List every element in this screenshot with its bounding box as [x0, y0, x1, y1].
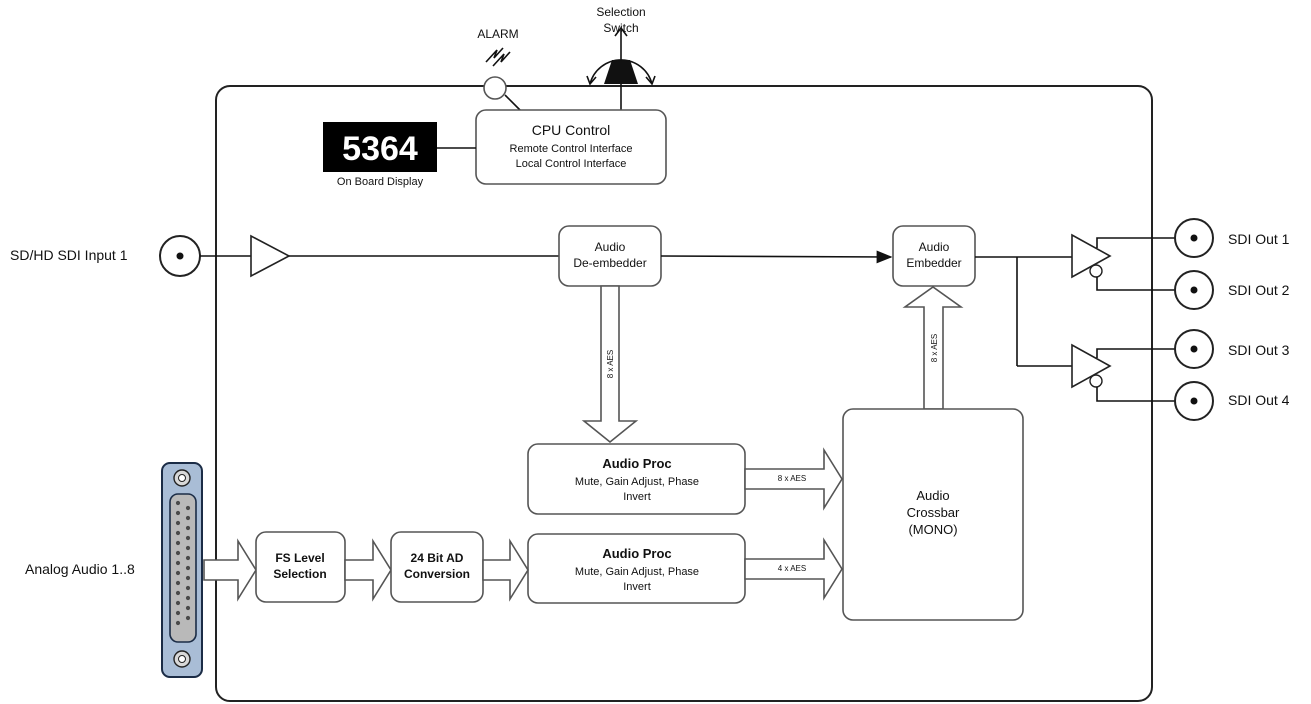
sdi-input-label: SD/HD SDI Input 1: [10, 247, 128, 263]
output-amplifier-1: [1071, 233, 1176, 291]
alarm-led-icon: [483, 76, 507, 100]
sdi-out-1-label: SDI Out 1: [1228, 231, 1290, 247]
selection-switch-label: Selection: [596, 5, 645, 19]
fs-level-line-1: FS Level: [275, 551, 324, 565]
embedder-bus-label: 8 x AES: [930, 334, 939, 362]
proc-bottom-to-crossbar-arrow: [744, 537, 843, 601]
bnc-connector-icon[interactable]: [1174, 218, 1214, 258]
audio-crossbar-block: [842, 408, 1024, 621]
proc-bottom-line-2: Invert: [623, 581, 651, 593]
display-value: 5364: [342, 130, 418, 168]
embedder-line-1: Audio: [919, 240, 950, 254]
cpu-title: CPU Control: [532, 122, 611, 138]
proc-top-to-crossbar-arrow: [744, 447, 843, 511]
selection-switch-label-2: Switch: [603, 21, 638, 35]
cpu-control-block: [475, 109, 667, 185]
cpu-line-2: Local Control Interface: [516, 158, 627, 170]
buffer-amplifier-icon: [250, 234, 291, 278]
alarm-label: ALARM: [477, 27, 518, 41]
proc-bottom-line-1: Mute, Gain Adjust, Phase: [575, 566, 699, 578]
bnc-connector-icon[interactable]: [1174, 329, 1214, 369]
proc-bottom-title: Audio Proc: [602, 546, 671, 561]
bnc-connector-icon[interactable]: [1174, 381, 1214, 421]
crossbar-to-embedder-arrow: [902, 286, 964, 410]
fs-to-ad-arrow: [344, 538, 392, 602]
db25-connector-icon[interactable]: [161, 462, 203, 678]
analog-input-label: Analog Audio 1..8: [25, 561, 135, 577]
crossbar-line-2: Crossbar: [907, 505, 960, 520]
audio-embedder-block: [892, 225, 976, 287]
ad-conv-line-2: Conversion: [404, 567, 470, 581]
sdi-out-2-label: SDI Out 2: [1228, 282, 1290, 298]
proc-top-line-2: Invert: [623, 491, 651, 503]
deembedder-line-2: De-embedder: [573, 256, 646, 270]
bnc-connector-icon[interactable]: [159, 235, 201, 277]
deembedder-line-1: Audio: [595, 240, 626, 254]
proc-top-title: Audio Proc: [602, 456, 671, 471]
output-amplifier-2: [1071, 343, 1176, 402]
deemb-bus-label: 8 x AES: [606, 350, 615, 378]
fs-level-line-2: Selection: [273, 567, 326, 581]
deembedder-down-arrow: [581, 285, 639, 444]
sdi-out-3-label: SDI Out 3: [1228, 342, 1290, 358]
proc-top-line-1: Mute, Gain Adjust, Phase: [575, 476, 699, 488]
crossbar-line-1: Audio: [916, 488, 949, 503]
alarm-light-rays-icon: [485, 47, 511, 67]
analog-to-fs-arrow: [203, 538, 257, 602]
sdi-out-4-label: SDI Out 4: [1228, 392, 1290, 408]
cpu-line-1: Remote Control Interface: [510, 143, 633, 155]
display-caption: On Board Display: [337, 176, 424, 188]
on-board-display: [323, 122, 437, 172]
proc-top-bus-label: 8 x AES: [778, 474, 806, 483]
toggle-switch-icon[interactable]: [586, 26, 656, 110]
crossbar-line-3: (MONO): [908, 522, 957, 537]
bnc-connector-icon[interactable]: [1174, 270, 1214, 310]
proc-bottom-bus-label: 4 x AES: [778, 564, 806, 573]
ad-to-proc-arrow: [482, 538, 529, 602]
embedder-line-2: Embedder: [906, 256, 961, 270]
ad-conv-line-1: 24 Bit AD: [411, 551, 464, 565]
